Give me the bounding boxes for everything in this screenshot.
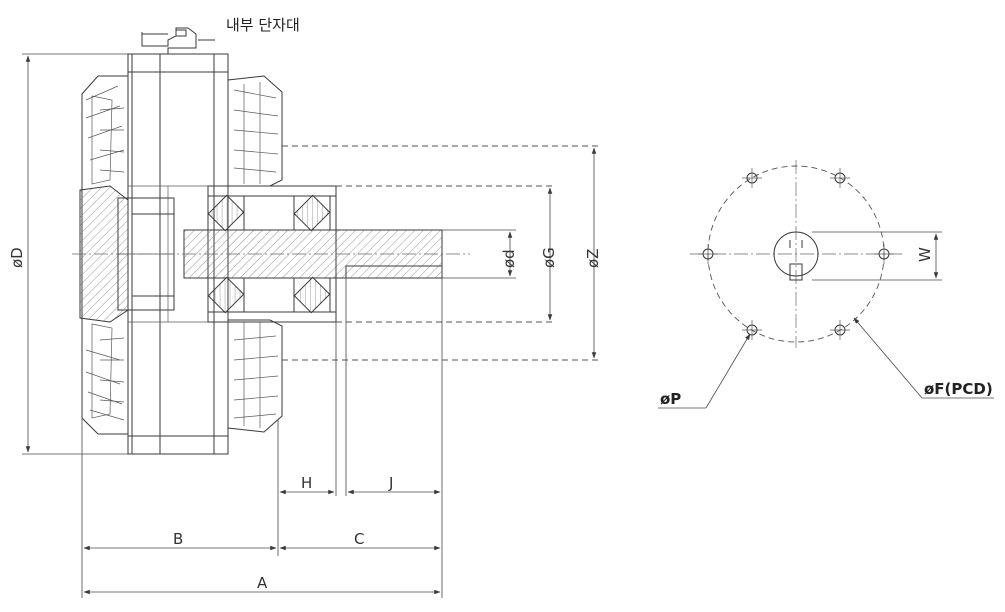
dim-b-label: B <box>173 530 183 548</box>
terminal-box <box>141 27 215 54</box>
dim-phi-g-label: øG <box>540 247 558 268</box>
dim-phi-d-large-label: øD <box>8 247 26 268</box>
labels: 내부 단자대 øD ød øG øZ W H J B C A øP øF(PCD… <box>8 16 993 592</box>
bolt-holes <box>698 168 894 340</box>
dim-h-label: H <box>301 474 312 492</box>
dimension-lines <box>25 55 597 598</box>
dim-a-label: A <box>257 574 268 592</box>
dim-phi-d-small-label: ød <box>500 249 518 268</box>
dim-phi-z-label: øZ <box>584 249 602 268</box>
left-fan <box>79 75 129 435</box>
dim-c-label: C <box>354 530 364 548</box>
dim-w-label: W <box>916 247 934 262</box>
side-section-view <box>22 27 600 455</box>
dim-j-label: J <box>388 474 393 492</box>
dim-phi-f-pcd-label: øF(PCD) <box>924 380 993 398</box>
end-view <box>658 160 994 409</box>
terminal-label: 내부 단자대 <box>226 16 300 34</box>
dim-phi-p-label: øP <box>660 390 681 408</box>
